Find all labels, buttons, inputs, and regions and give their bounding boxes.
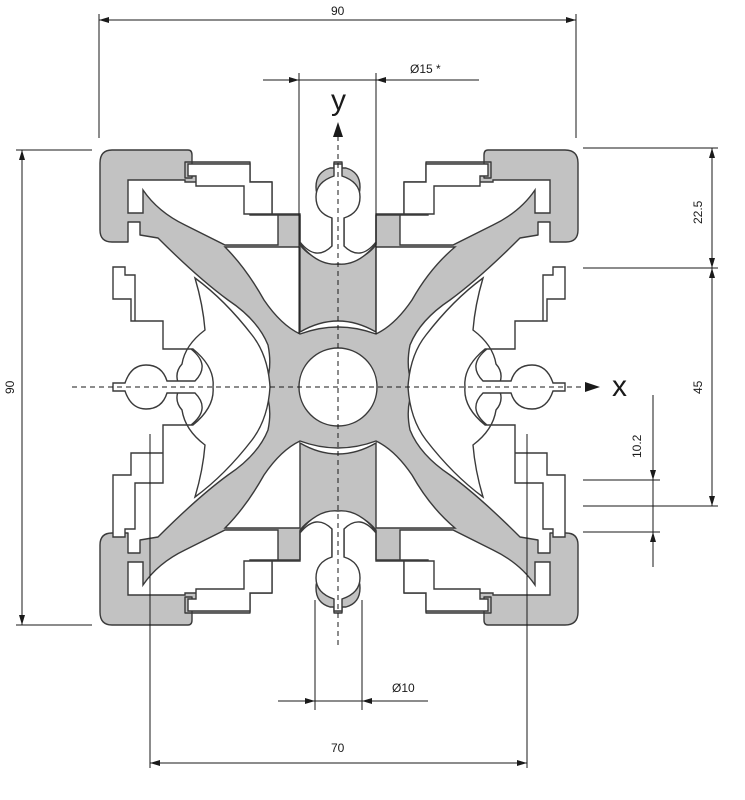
- x-axis-arrow: [585, 382, 600, 392]
- dim-center-bore: Ø15 *: [263, 62, 479, 334]
- keyhole-right-shape: [464, 266, 566, 538]
- overall-height-label: 90: [3, 380, 17, 394]
- cavity-bottom: [223, 440, 457, 529]
- dim-slot-pitch: 70: [149, 434, 528, 768]
- half-height-label: 45: [691, 380, 705, 394]
- dim-right-vertical: 22.5 45: [583, 147, 718, 507]
- slot-width-label: 10.2: [630, 434, 644, 458]
- x-axis-label: x: [612, 370, 627, 403]
- cavity-left: [176, 276, 271, 499]
- y-axis-label: y: [331, 84, 346, 117]
- central-cavities: [176, 246, 502, 529]
- dim-slot-bore: Ø10: [278, 600, 428, 710]
- overall-width-label: 90: [331, 4, 345, 18]
- slot-depth-label: 22.5: [691, 200, 705, 224]
- slot-pitch-label: 70: [331, 741, 345, 755]
- dim-overall-width: 90: [98, 4, 577, 138]
- center-bore-label: Ø15 *: [410, 62, 441, 76]
- axes: x y: [72, 84, 627, 645]
- y-axis-arrow: [333, 122, 343, 137]
- keyhole-left-shape: [112, 266, 214, 538]
- inner-cavities: [127, 179, 551, 596]
- cavity-top: [223, 246, 457, 335]
- dim-slot-width: 10.2: [583, 395, 660, 567]
- slot-bore-label: Ø10: [392, 681, 415, 695]
- dim-overall-height: 90: [3, 149, 92, 626]
